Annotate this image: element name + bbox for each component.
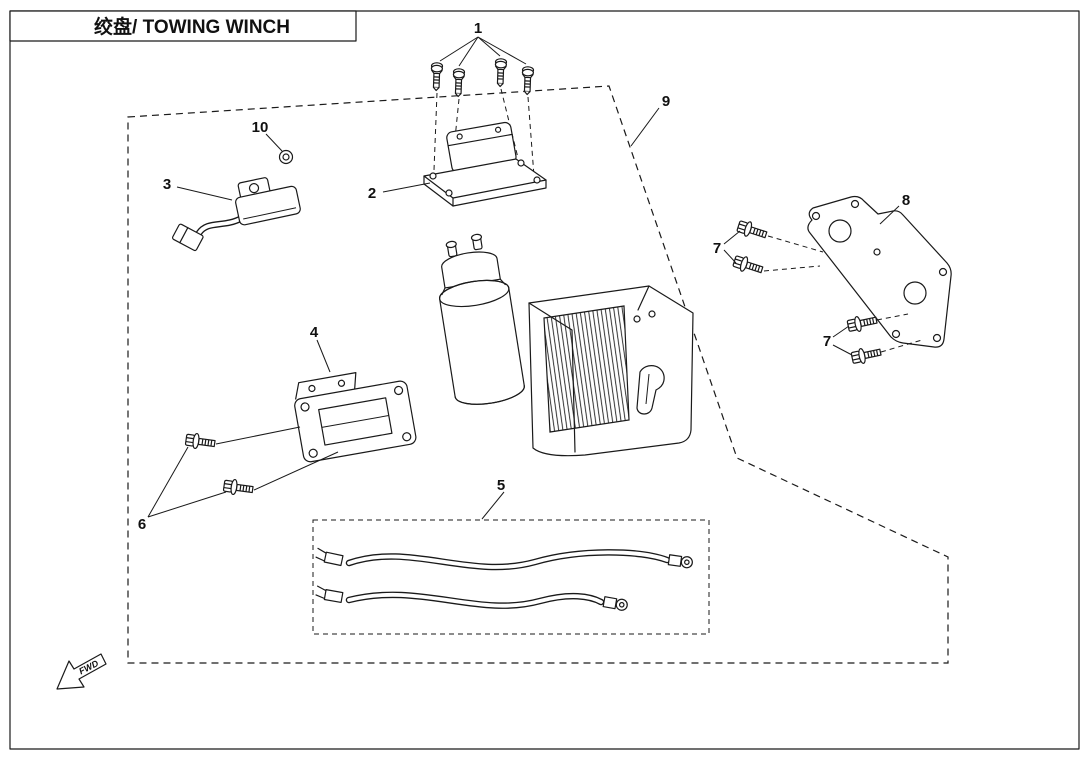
callout-3-group: 3 xyxy=(163,176,233,201)
bolt-alignment-lines-7-top xyxy=(763,235,824,272)
callout-7b-group: 7 xyxy=(823,325,853,356)
title-box: 绞盘/ TOWING WINCH xyxy=(9,10,357,42)
bolts-part-7-bottom xyxy=(846,312,883,367)
callout-5: 5 xyxy=(497,477,505,494)
callout-1: 1 xyxy=(474,20,482,37)
cables-box xyxy=(312,519,710,635)
page-title: 绞盘/ TOWING WINCH xyxy=(94,15,290,38)
bracket-part-4 xyxy=(294,372,417,463)
bolts-part-6 xyxy=(184,431,255,498)
callout-6: 6 xyxy=(138,516,146,533)
callout-9-group: 9 xyxy=(630,93,670,147)
fwd-indicator: FWD xyxy=(56,653,107,690)
bolt-alignment-lines-7-bottom xyxy=(876,313,923,353)
callout-4: 4 xyxy=(310,324,319,341)
callout-7a: 7 xyxy=(713,240,721,257)
callout-7a-group: 7 xyxy=(713,230,741,264)
switch-part-3 xyxy=(171,177,301,252)
page-border xyxy=(9,10,1080,750)
callout-10-group: 10 xyxy=(252,119,283,152)
callout-8-group: 8 xyxy=(879,192,910,225)
mounting-plate-part-8 xyxy=(807,195,952,348)
callout-9: 9 xyxy=(662,93,670,110)
callout-10: 10 xyxy=(252,119,269,136)
bolt-alignment-lines-6 xyxy=(215,426,339,491)
nut-part-10 xyxy=(278,149,294,165)
cables-part-5 xyxy=(312,519,710,635)
callout-7b: 7 xyxy=(823,333,831,350)
callout-5-group: 5 xyxy=(481,477,505,520)
callout-2: 2 xyxy=(368,185,376,202)
callout-8: 8 xyxy=(902,192,910,209)
winch-assembly xyxy=(438,233,694,457)
assembly-boundary xyxy=(127,85,949,664)
screws-part-1 xyxy=(430,58,535,98)
bolts-part-7-top xyxy=(731,218,769,278)
callout-4-group: 4 xyxy=(310,324,331,373)
fwd-arrow-icon xyxy=(56,653,107,690)
callout-2-group: 2 xyxy=(368,182,431,202)
callout-6-group: 6 xyxy=(138,446,227,533)
contactor-part-2 xyxy=(423,121,547,207)
callout-1-group: 1 xyxy=(439,20,527,67)
callout-3: 3 xyxy=(163,176,171,193)
